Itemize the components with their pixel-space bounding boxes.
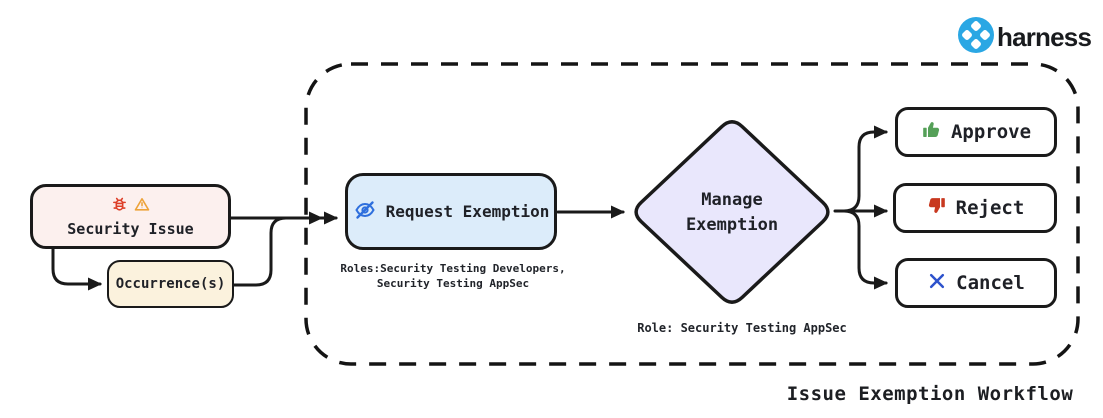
cancel-label: Cancel (956, 272, 1025, 294)
harness-logo-text: harness (997, 21, 1092, 52)
x-icon (927, 271, 947, 296)
thumbs-down-icon (926, 195, 947, 221)
approve-label: Approve (950, 121, 1032, 143)
harness-logo: harness (957, 16, 1092, 58)
cancel-node: Cancel (895, 258, 1057, 308)
occurrence-label: Occurrence(s) (115, 276, 226, 292)
thumbs-up-icon (921, 119, 942, 145)
request-exemption-node: Request Exemption (345, 173, 557, 250)
security-issue-label: Security Issue (67, 219, 194, 238)
request-exemption-label: Request Exemption (385, 202, 550, 221)
occurrence-node: Occurrence(s) (107, 260, 234, 308)
edge-occurrence-to-request-exemption (232, 211, 324, 287)
bug-icon (111, 196, 128, 217)
workflow-caption: Issue Exemption Workflow (786, 383, 1074, 405)
edge-security-issue-to-occurrence (51, 247, 103, 291)
edge-manage-exemption-to-cancel (835, 209, 889, 290)
reject-node: Reject (893, 183, 1057, 233)
manage-exemption-role-note: Role: Security Testing AppSec (637, 321, 847, 335)
eye-slash-icon (353, 198, 377, 226)
request-exemption-roles-note: Roles:Security Testing Developers, Secur… (340, 262, 566, 290)
manage-exemption-label: Manage Exemption (685, 190, 779, 235)
edge-manage-exemption-to-approve (835, 125, 889, 213)
approve-node: Approve (895, 107, 1057, 157)
reject-label: Reject (955, 197, 1025, 219)
security-issue-node: Security Issue (30, 184, 231, 249)
harness-logo-icon (957, 16, 995, 58)
security-issue-icons (111, 196, 151, 217)
warning-icon (133, 196, 151, 217)
manage-exemption-diamond (634, 120, 830, 304)
workflow-boundary (304, 62, 1080, 366)
